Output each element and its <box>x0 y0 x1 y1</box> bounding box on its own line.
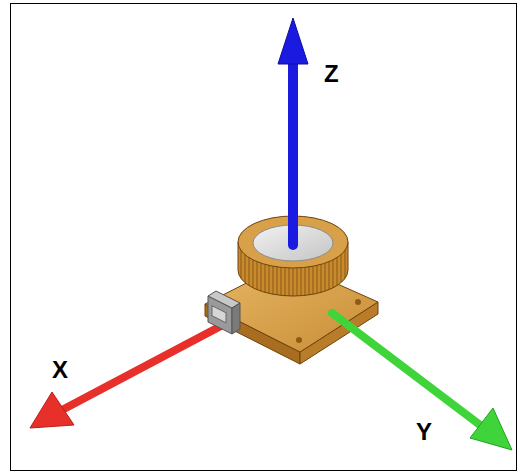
x-axis-arrow <box>30 318 236 428</box>
y-axis-arrow <box>332 313 512 450</box>
connector <box>208 291 240 334</box>
frame <box>11 4 517 471</box>
axis-label: Z <box>324 62 339 86</box>
axis-label: Y <box>416 420 432 444</box>
axis-label: X <box>52 358 68 382</box>
z-axis-arrow <box>278 18 308 245</box>
